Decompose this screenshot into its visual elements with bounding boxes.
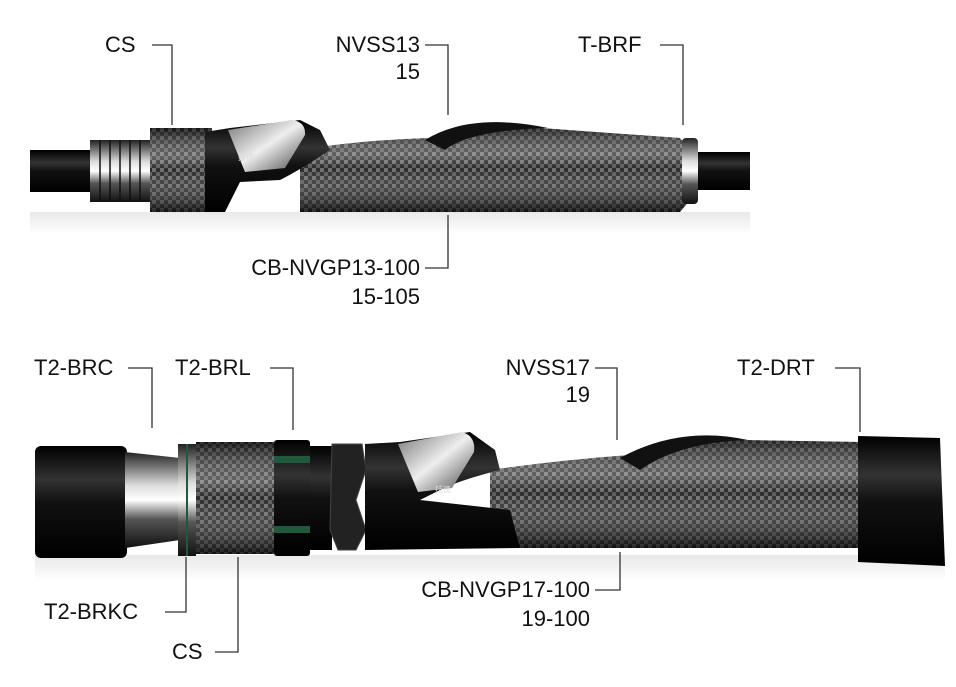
label-top-cs: CS [105, 32, 136, 57]
label-top-nvss-b: 15 [395, 59, 420, 84]
label-top-nvss-a: NVSS13 [335, 32, 420, 57]
bottom-t2brc-butt [35, 446, 127, 558]
label-t2brkc: T2-BRKC [44, 599, 139, 624]
label-t2drt: T2-DRT [737, 355, 815, 380]
leader-lines [128, 44, 861, 653]
label-bottom-nvss-a: NVSS17 [505, 355, 590, 380]
bottom-seat-mark: 技徳 [435, 484, 451, 494]
top-tbrf-cap [682, 138, 698, 204]
top-seat-mark: 技徳 [238, 152, 254, 162]
top-blank-tip [698, 152, 750, 190]
label-top-grip-b: 15-105 [351, 284, 420, 309]
top-blank-butt [30, 150, 100, 192]
label-top-grip-a: CB-NVGP13-100 [251, 255, 420, 280]
bottom-t2drt-cap [858, 436, 945, 566]
label-bottom-grip-a: CB-NVGP17-100 [421, 577, 590, 602]
label-top-tbrf: T-BRF [578, 32, 642, 57]
bottom-hex-lock [329, 443, 367, 551]
label-bottom-cs: CS [172, 639, 203, 664]
bottom-reel-seat [365, 432, 520, 550]
bottom-seat-hood [398, 432, 475, 492]
label-bottom-nvss-b: 19 [565, 382, 590, 407]
label-bottom-grip-b: 19-100 [521, 606, 590, 631]
label-t2brl: T2-BRL [175, 355, 251, 380]
bottom-rod: 技徳 [35, 432, 945, 581]
bottom-taper [125, 452, 180, 548]
top-rod: 技徳 [30, 120, 750, 234]
label-t2brc: T2-BRC [34, 355, 114, 380]
top-seat-hood [228, 120, 306, 172]
